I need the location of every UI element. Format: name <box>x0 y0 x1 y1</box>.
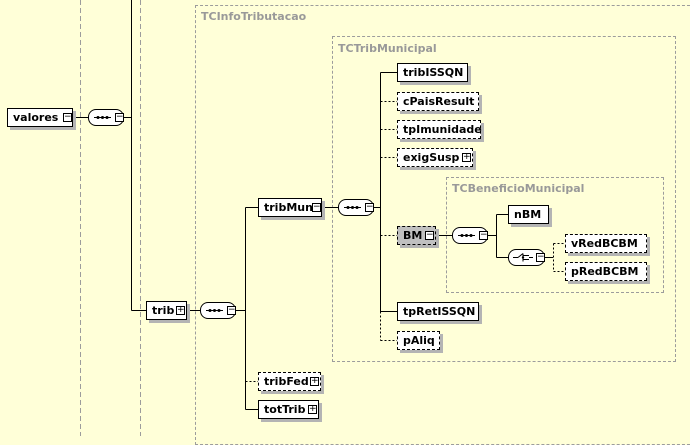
frame-label-tcinfotributacao: TCInfoTributacao <box>201 10 307 23</box>
node-tribfed-label: tribFed <box>264 375 309 388</box>
node-tribissqn-label: tribISSQN <box>403 66 464 79</box>
frame-label-tctribmunicipal: TCTribMunicipal <box>338 42 437 55</box>
node-vredbcbm[interactable]: vRedBCBM <box>565 234 647 253</box>
minus-box-icon[interactable]: − <box>479 230 488 240</box>
sequence-compositor-icon[interactable]: − <box>88 109 124 126</box>
frame-label-tcbeneficiomunicipal: TCBeneficioMunicipal <box>452 182 585 195</box>
node-tpimunidade[interactable]: tpImunidade <box>397 120 482 139</box>
node-tpretissqn[interactable]: tpRetISSQN <box>397 302 479 321</box>
connector-lines <box>73 0 565 436</box>
node-paliq[interactable]: pAliq <box>397 331 440 350</box>
minus-box-icon[interactable]: − <box>312 202 321 212</box>
plus-box-icon[interactable]: + <box>462 152 471 162</box>
minus-box-icon[interactable]: − <box>63 112 72 122</box>
schema-diagram: TCInfoTributacao TCTribMunicipal TCBenef… <box>7 0 690 445</box>
minus-box-icon[interactable]: − <box>536 252 545 262</box>
minus-box-icon[interactable]: − <box>365 202 374 212</box>
node-tpretissqn-label: tpRetISSQN <box>403 305 476 318</box>
node-tribmun[interactable]: tribMun − <box>258 198 322 217</box>
plus-box-icon[interactable]: + <box>308 404 317 414</box>
node-bm-label: BM <box>403 229 423 242</box>
node-tpimunidade-label: tpImunidade <box>403 123 482 136</box>
sequence-compositor-icon[interactable]: − <box>452 227 488 244</box>
node-tribissqn[interactable]: tribISSQN <box>397 63 468 82</box>
node-paliq-label: pAliq <box>403 334 435 347</box>
minus-box-icon[interactable]: − <box>227 305 236 315</box>
node-valores[interactable]: valores − <box>7 108 73 127</box>
node-cpaisresult-label: cPaisResult <box>403 95 475 108</box>
node-exigsusp[interactable]: exigSusp + <box>397 148 473 167</box>
minus-box-icon[interactable]: − <box>425 230 434 240</box>
node-tottrib-label: totTrib <box>264 403 306 416</box>
sequence-compositor-icon[interactable]: − <box>338 199 374 216</box>
node-trib[interactable]: trib + <box>146 301 187 320</box>
node-predbcbm-label: pRedBCBM <box>571 265 639 278</box>
node-bm[interactable]: BM − <box>397 226 436 245</box>
node-cpaisresult[interactable]: cPaisResult <box>397 92 479 111</box>
node-nbm-label: nBM <box>514 208 542 221</box>
node-trib-label: trib <box>152 304 175 317</box>
sequence-compositor-icon[interactable]: − <box>200 302 236 319</box>
plus-box-icon[interactable]: + <box>310 376 319 386</box>
node-valores-label: valores <box>13 111 59 124</box>
node-tottrib[interactable]: totTrib + <box>258 400 319 419</box>
choice-compositor-icon[interactable]: − <box>508 249 545 266</box>
node-tribmun-label: tribMun <box>264 201 313 214</box>
node-nbm[interactable]: nBM <box>508 205 549 224</box>
minus-box-icon[interactable]: − <box>115 112 124 122</box>
frame-tctribmunicipal <box>332 36 676 362</box>
plus-box-icon[interactable]: + <box>176 305 185 315</box>
node-predbcbm[interactable]: pRedBCBM <box>565 262 647 281</box>
node-vredbcbm-label: vRedBCBM <box>571 237 638 250</box>
node-tribfed[interactable]: tribFed + <box>258 372 321 391</box>
node-exigsusp-label: exigSusp <box>403 151 460 164</box>
